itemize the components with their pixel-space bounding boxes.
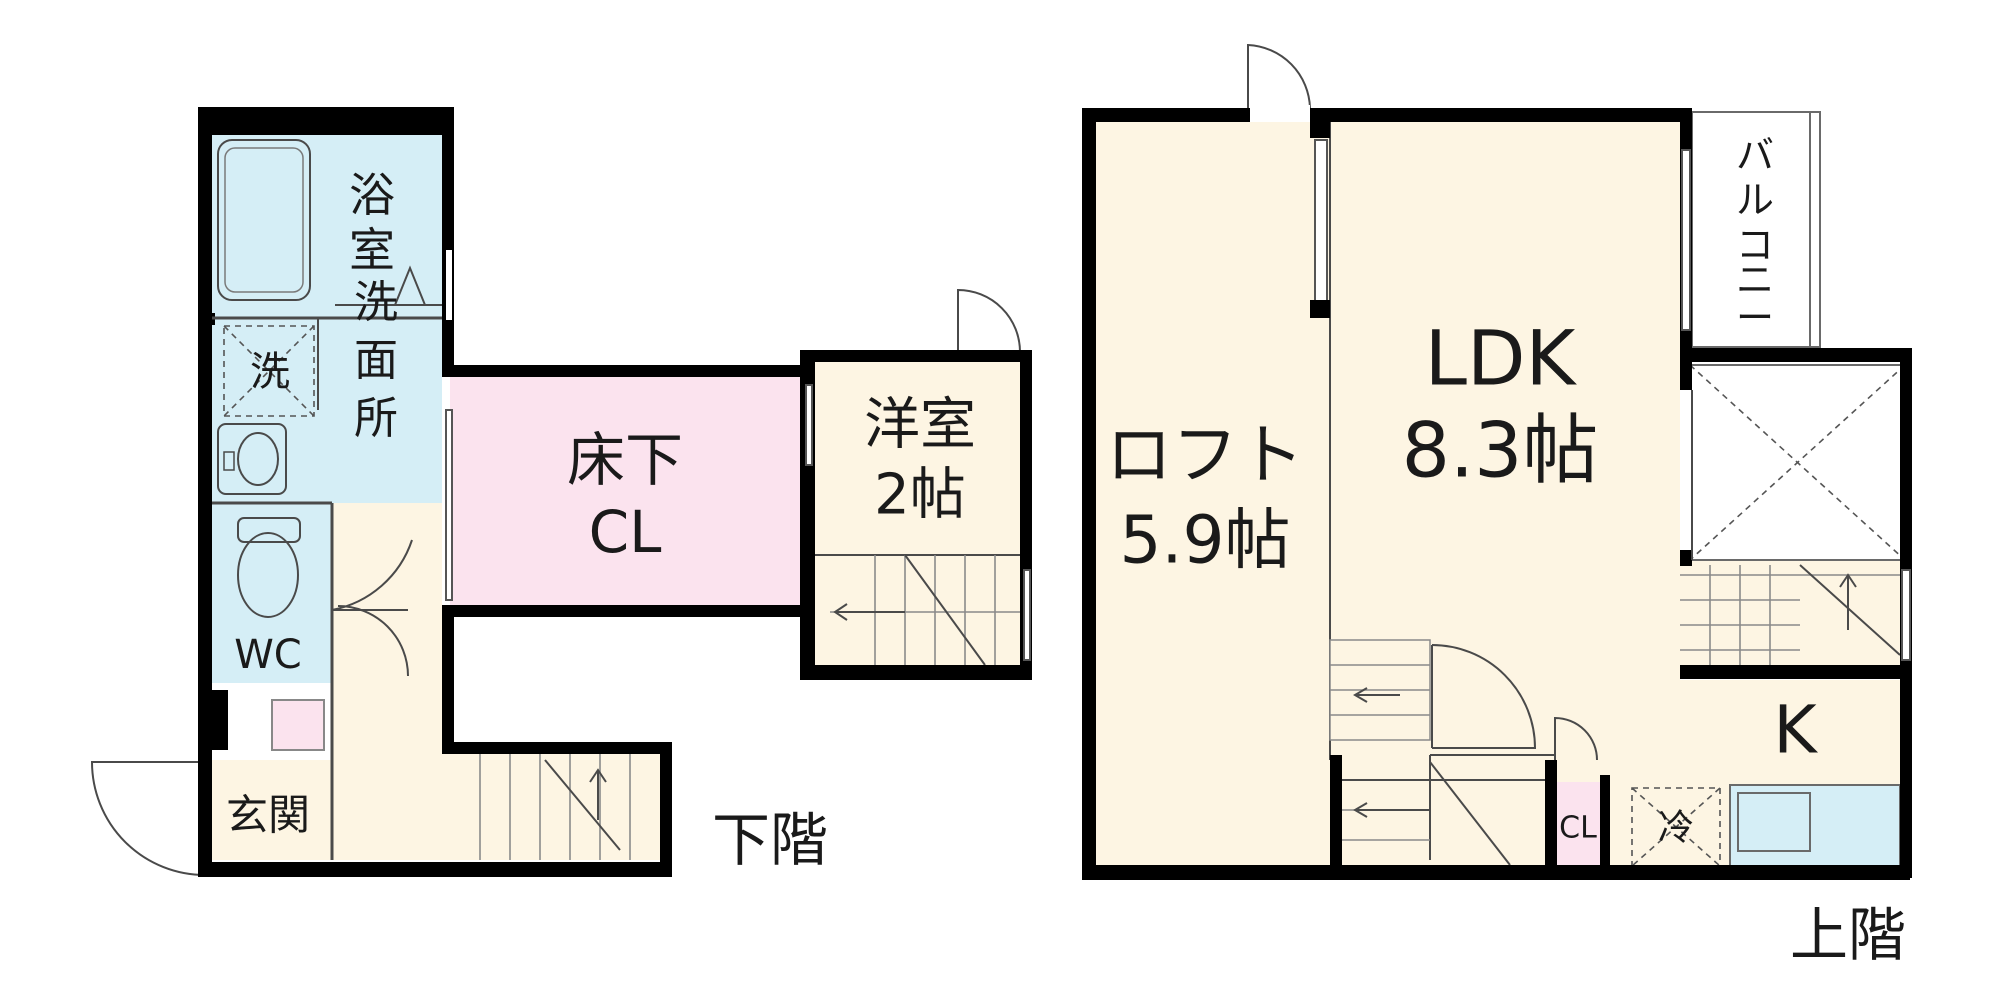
kitchen-label: K bbox=[1773, 692, 1818, 769]
western-room-door[interactable] bbox=[957, 288, 1021, 353]
loft bbox=[1095, 122, 1330, 870]
balcony-label-2: ル bbox=[1736, 178, 1774, 222]
loft-label-2: 5.9帖 bbox=[1120, 502, 1291, 579]
balcony-label-1: バ bbox=[1736, 133, 1774, 177]
bathroom-label: 浴室 bbox=[349, 168, 395, 277]
toilet-label: WC bbox=[234, 632, 301, 678]
entrance-door-swing[interactable] bbox=[90, 761, 206, 876]
kitchen-counter bbox=[1729, 784, 1901, 868]
bathroom-label-char: 浴 bbox=[349, 168, 395, 222]
lower-floor: 浴室 洗面所 洗 WC 玄関 床下 CL 洋室 2帖 下階 bbox=[90, 107, 1032, 877]
upper-floor-caption: 上階 bbox=[1790, 901, 1906, 969]
stairs-floor-lower bbox=[442, 752, 660, 860]
ldk-label-2: 8.3帖 bbox=[1402, 406, 1599, 495]
loft-label-1: ロフト bbox=[1106, 417, 1304, 494]
ldk-label-1: LDK bbox=[1425, 314, 1578, 403]
washroom-label: 洗面所 bbox=[354, 277, 398, 444]
washroom-label-char: 洗 bbox=[354, 277, 398, 328]
upper-stairs-area bbox=[1680, 560, 1905, 665]
washroom bbox=[212, 318, 442, 503]
toilet-bowl bbox=[237, 532, 299, 618]
closet bbox=[1555, 782, 1600, 870]
balcony-label-3: コ bbox=[1736, 223, 1774, 267]
western-room-label-1: 洋室 bbox=[864, 393, 976, 458]
hall-floor bbox=[332, 503, 442, 860]
ldk-stair-door[interactable] bbox=[1431, 644, 1537, 749]
entrance-floor bbox=[212, 760, 332, 860]
closet-door[interactable] bbox=[1554, 716, 1598, 761]
balcony-label-4: ニ bbox=[1736, 258, 1774, 302]
upper-entry-door[interactable] bbox=[1247, 43, 1311, 109]
underfloor-storage bbox=[450, 375, 800, 605]
stairs-western bbox=[815, 554, 1020, 666]
washroom-label-char: 所 bbox=[354, 393, 398, 444]
washer-label: 洗 bbox=[250, 349, 290, 395]
fridge-label: 冷 bbox=[1658, 808, 1694, 849]
ldk bbox=[1330, 122, 1680, 870]
balcony bbox=[1691, 111, 1821, 348]
hall-door-swing[interactable] bbox=[331, 505, 413, 612]
stairs-upper-right bbox=[1680, 564, 1905, 665]
entrance-label: 玄関 bbox=[226, 791, 310, 840]
lower-floor-caption: 下階 bbox=[712, 806, 828, 874]
underfloor-label-1: 床下 bbox=[567, 426, 683, 494]
bathroom bbox=[212, 135, 442, 318]
western-room-label-2: 2帖 bbox=[874, 463, 966, 528]
stairs-loft bbox=[1329, 639, 1431, 741]
bathtub bbox=[217, 139, 311, 301]
upper-floor: ロフト 5.9帖 LDK 8.3帖 K CL 冷 バ ル コ ニ ー 上階 bbox=[1082, 43, 1912, 969]
closet-label: CL bbox=[1559, 811, 1597, 846]
washer-space bbox=[223, 325, 315, 417]
bathroom-label-char: 室 bbox=[349, 223, 395, 277]
washbasin bbox=[217, 423, 287, 495]
shoe-cabinet bbox=[271, 699, 325, 751]
balcony-label-5: ー bbox=[1736, 296, 1774, 340]
underfloor-label-2: CL bbox=[589, 498, 662, 566]
washroom-label-char: 面 bbox=[354, 335, 398, 386]
